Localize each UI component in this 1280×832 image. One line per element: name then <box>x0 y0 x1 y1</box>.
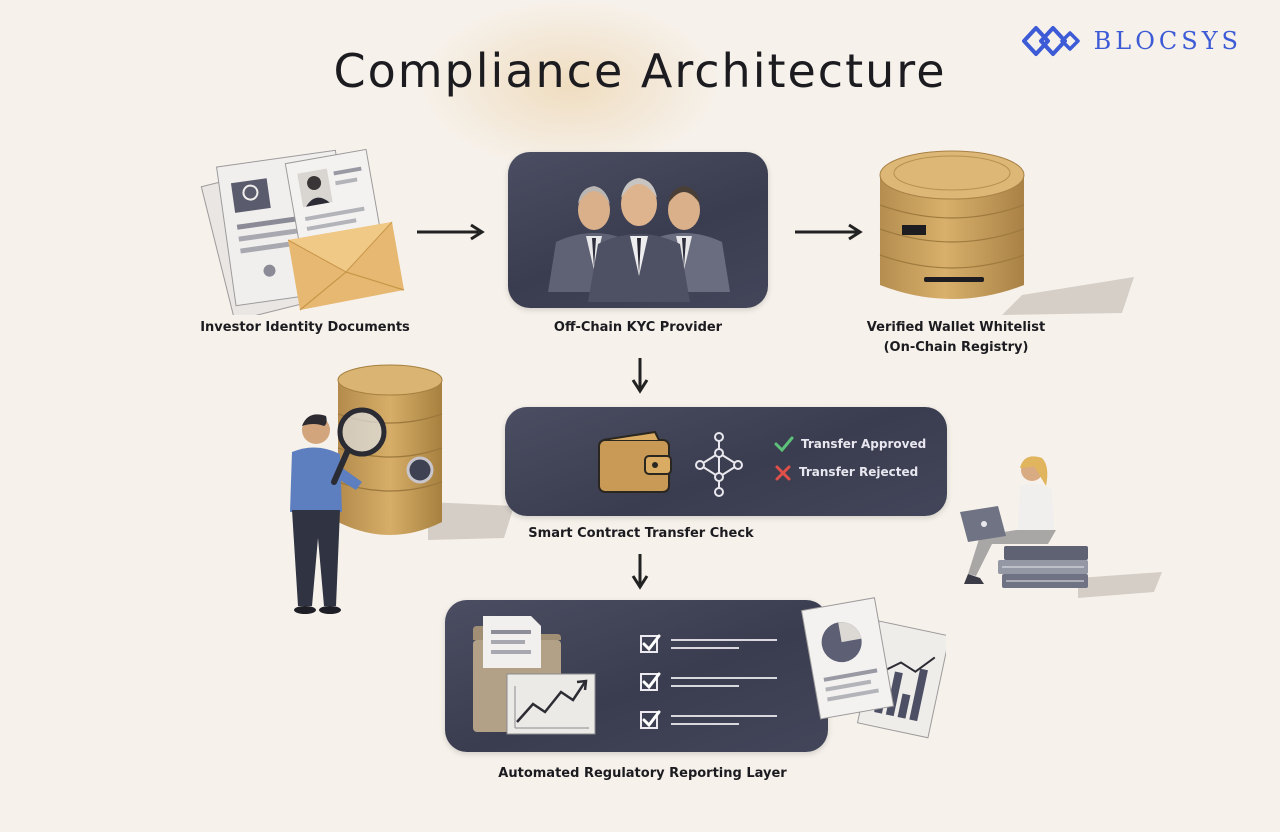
report-papers-icon <box>796 596 951 746</box>
business-people-icon <box>548 178 730 302</box>
investor-docs-label: Investor Identity Documents <box>200 320 410 335</box>
check-icon <box>774 436 794 452</box>
wallet-icon <box>598 430 672 493</box>
transfer-check-label: Smart Contract Transfer Check <box>528 526 754 541</box>
id-documents-icon <box>196 140 416 322</box>
page-title: Compliance Architecture <box>333 44 947 98</box>
title-glow <box>420 0 720 170</box>
brand-name: BLOCSYS <box>1093 27 1242 55</box>
arrow-down-icon <box>631 554 649 590</box>
gold-vault-icon <box>872 145 1142 317</box>
whitelist-label-line1: Verified Wallet Whitelist <box>866 320 1046 335</box>
arrow-down-icon <box>631 358 649 394</box>
kyc-provider-panel <box>508 152 768 308</box>
transfer-rejected-text: Transfer Rejected <box>799 465 919 479</box>
reporting-panel <box>445 600 828 752</box>
arrow-right-icon <box>795 223 863 241</box>
transfer-check-panel: Transfer Approved Transfer Rejected <box>505 407 947 516</box>
whitelist-label-line2: (On-Chain Registry) <box>883 340 1029 355</box>
brand-logo[interactable]: BLOCSYS <box>1021 24 1242 58</box>
kyc-provider-label: Off-Chain KYC Provider <box>553 320 723 335</box>
network-nodes-icon <box>695 432 743 497</box>
auditor-illustration <box>278 362 528 622</box>
report-folder-icon <box>473 616 596 735</box>
analyst-illustration <box>958 452 1168 612</box>
whitelist-label: Verified Wallet Whitelist (On-Chain Regi… <box>826 318 1086 358</box>
reporting-label: Automated Regulatory Reporting Layer <box>498 766 787 781</box>
transfer-approved-text: Transfer Approved <box>801 437 927 451</box>
checklist-icon <box>640 634 777 729</box>
arrow-right-icon <box>417 223 485 241</box>
diamond-links-icon <box>1021 26 1080 56</box>
cross-icon <box>775 465 791 481</box>
